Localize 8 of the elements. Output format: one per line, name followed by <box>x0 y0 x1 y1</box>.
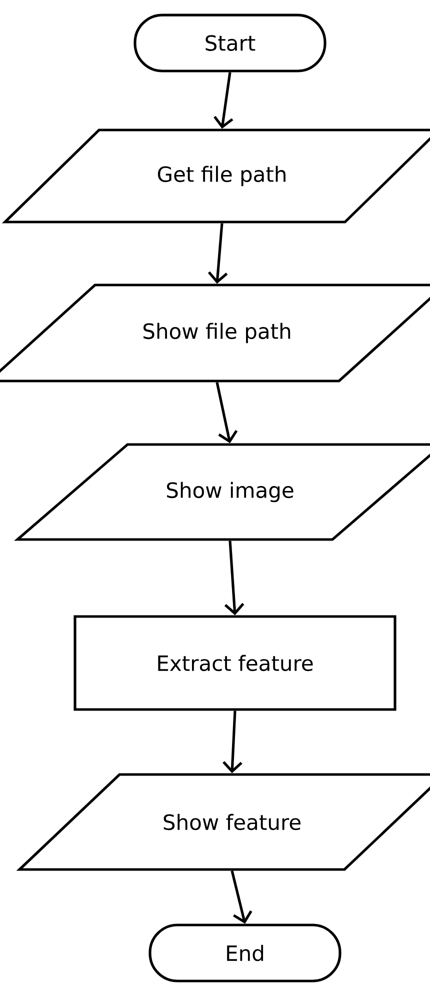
arrow <box>214 72 234 129</box>
arrow <box>222 710 242 774</box>
input-output-parallelogram: Show file path <box>0 284 430 382</box>
arrow <box>224 540 244 616</box>
arrow <box>208 223 228 284</box>
process-box: Extract feature <box>74 615 396 711</box>
arrow <box>230 870 252 924</box>
arrow <box>216 382 238 444</box>
